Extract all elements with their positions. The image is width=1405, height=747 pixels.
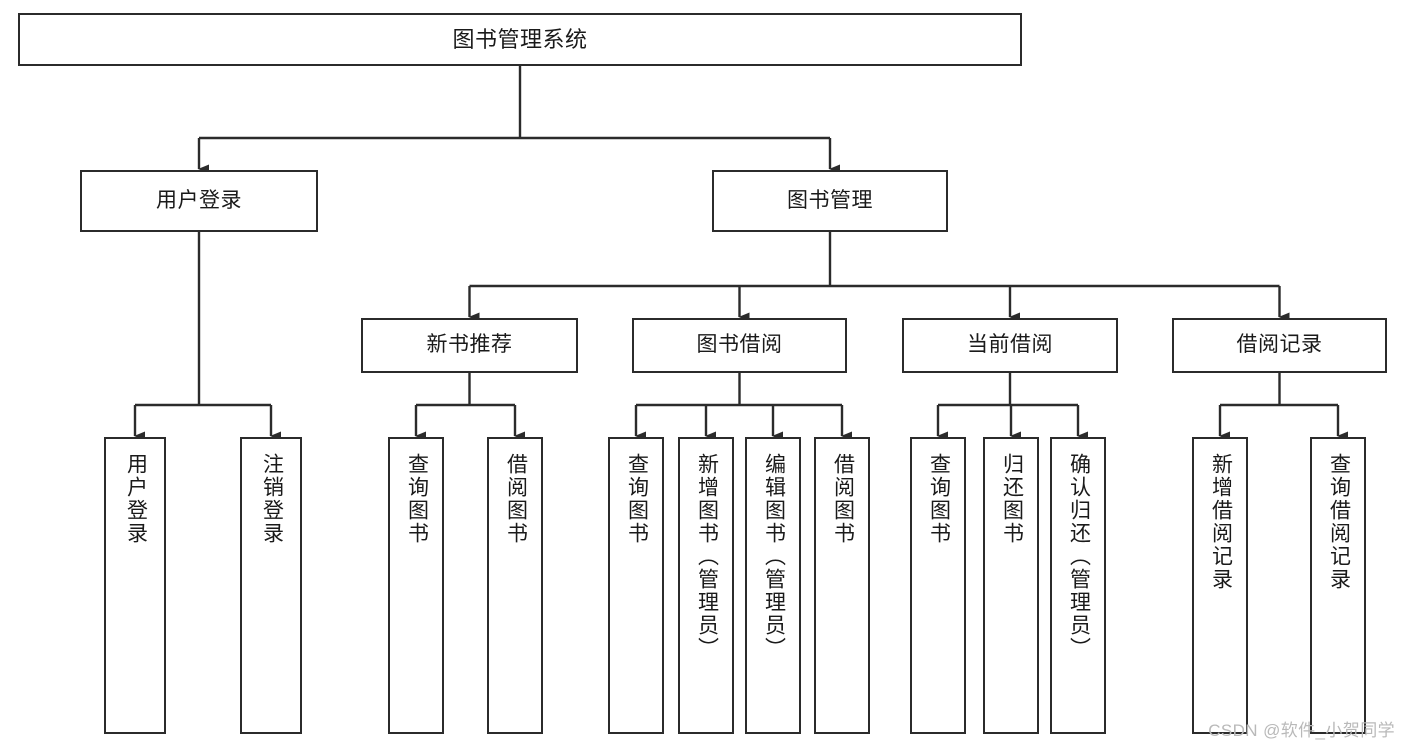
node-label-login: 用户登录 (156, 188, 242, 212)
node-cb-return[interactable]: 归还图书 (983, 437, 1039, 734)
node-root[interactable]: 图书管理系统 (18, 13, 1022, 66)
node-label-bw-add: 新增图书（管理员） (695, 453, 719, 660)
node-records[interactable]: 借阅记录 (1172, 318, 1387, 373)
node-nb-search[interactable]: 查询图书 (388, 437, 444, 734)
node-label-borrow: 图书借阅 (696, 333, 783, 357)
node-login[interactable]: 用户登录 (80, 170, 318, 232)
node-label-login-in: 用户登录 (124, 453, 148, 545)
node-bw-borrow[interactable]: 借阅图书 (814, 437, 870, 734)
node-cb-confirm[interactable]: 确认归还（管理员） (1050, 437, 1106, 734)
node-current[interactable]: 当前借阅 (902, 318, 1118, 373)
node-label-bw-edit: 编辑图书（管理员） (762, 453, 786, 660)
node-label-bw-search: 查询图书 (625, 453, 649, 545)
node-label-cb-return: 归还图书 (1000, 453, 1024, 545)
node-borrow[interactable]: 图书借阅 (632, 318, 847, 373)
node-label-cb-search: 查询图书 (927, 453, 951, 545)
node-label-current: 当前借阅 (967, 333, 1053, 357)
node-login-in[interactable]: 用户登录 (104, 437, 166, 734)
node-rc-add[interactable]: 新增借阅记录 (1192, 437, 1248, 734)
edge-group (133, 66, 1348, 441)
node-label-newbook: 新书推荐 (426, 333, 513, 357)
node-login-out[interactable]: 注销登录 (240, 437, 302, 734)
node-rc-search[interactable]: 查询借阅记录 (1310, 437, 1366, 734)
node-bw-edit[interactable]: 编辑图书（管理员） (745, 437, 801, 734)
node-cb-search[interactable]: 查询图书 (910, 437, 966, 734)
node-label-records: 借阅记录 (1236, 333, 1323, 357)
node-label-rc-search: 查询借阅记录 (1327, 453, 1351, 591)
node-newbook[interactable]: 新书推荐 (361, 318, 578, 373)
node-label-nb-search: 查询图书 (405, 453, 429, 545)
node-bw-search[interactable]: 查询图书 (608, 437, 664, 734)
node-label-rc-add: 新增借阅记录 (1209, 453, 1233, 591)
node-label-nb-borrow: 借阅图书 (504, 453, 528, 545)
node-label-login-out: 注销登录 (260, 453, 284, 545)
node-bw-add[interactable]: 新增图书（管理员） (678, 437, 734, 734)
node-label-bookmgmt: 图书管理 (787, 188, 873, 212)
node-bookmgmt[interactable]: 图书管理 (712, 170, 948, 232)
node-nb-borrow[interactable]: 借阅图书 (487, 437, 543, 734)
node-label-cb-confirm: 确认归还（管理员） (1067, 453, 1091, 660)
node-label-bw-borrow: 借阅图书 (831, 453, 855, 545)
node-label-root: 图书管理系统 (452, 26, 588, 52)
